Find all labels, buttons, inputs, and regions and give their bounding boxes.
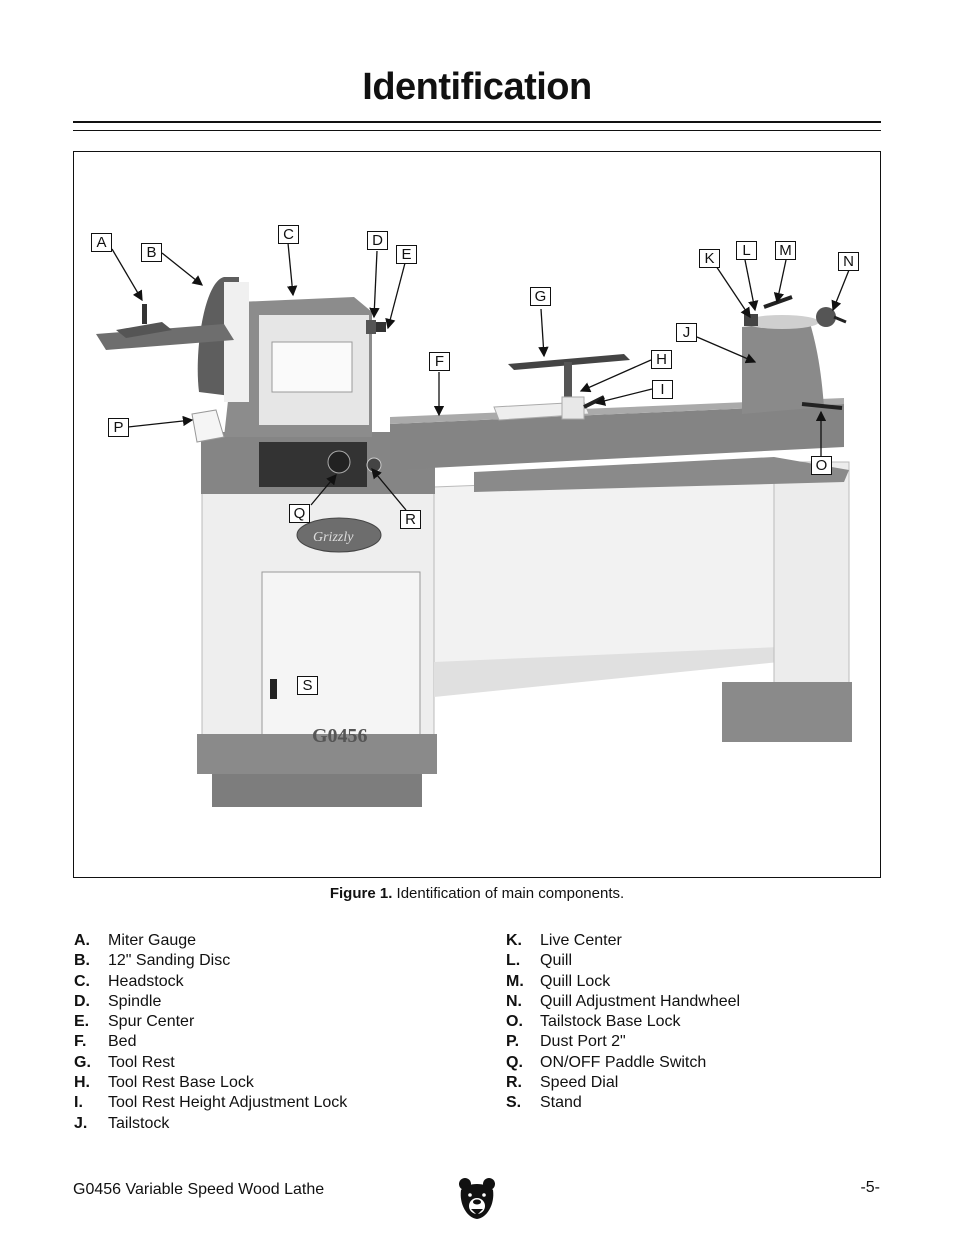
legend-label: Speed Dial bbox=[540, 1074, 619, 1092]
callout-p: P bbox=[108, 418, 129, 437]
bear-logo-icon bbox=[457, 1176, 497, 1225]
legend-item: O. Tailstock Base Lock bbox=[506, 1012, 740, 1032]
legend-key: F. bbox=[74, 1033, 87, 1051]
legend-item: M. Quill Lock bbox=[506, 972, 740, 992]
bed-illustration bbox=[390, 398, 849, 492]
lathe-illustration: Grizzly G0456 bbox=[96, 242, 852, 807]
callout-g: G bbox=[530, 287, 551, 306]
callout-q: Q bbox=[289, 504, 310, 523]
legend-label: Spindle bbox=[108, 992, 162, 1010]
legend-item: E. Spur Center bbox=[74, 1012, 347, 1032]
legend-label: Tailstock bbox=[108, 1114, 170, 1132]
legend-key: A. bbox=[74, 932, 90, 949]
legend-item: H. Tool Rest Base Lock bbox=[74, 1073, 347, 1093]
legend-key: H. bbox=[74, 1074, 90, 1092]
legend-item: Q. ON/OFF Paddle Switch bbox=[506, 1053, 740, 1073]
legend-item: G. Tool Rest bbox=[74, 1053, 347, 1073]
callout-n: N bbox=[838, 252, 859, 271]
legend-item: I. Tool Rest Height Adjustment Lock bbox=[74, 1093, 347, 1113]
legend-label: 12" Sanding Disc bbox=[108, 952, 231, 970]
legend-label: Miter Gauge bbox=[108, 932, 197, 949]
legend-label: Quill bbox=[540, 952, 573, 970]
legend-item: S. Stand bbox=[506, 1093, 740, 1113]
callout-r: R bbox=[400, 510, 421, 529]
sanding-disc-illustration bbox=[96, 277, 249, 443]
legend-label: Tailstock Base Lock bbox=[540, 1013, 681, 1031]
stand-illustration: Grizzly G0456 bbox=[197, 461, 852, 807]
legend-label: Bed bbox=[108, 1033, 137, 1051]
title-rule-bottom bbox=[73, 130, 881, 131]
legend-key: L. bbox=[506, 952, 521, 970]
callout-i: I bbox=[652, 380, 673, 399]
legend-item: R. Speed Dial bbox=[506, 1073, 740, 1093]
callout-k: K bbox=[699, 249, 720, 268]
legend-key: R. bbox=[506, 1074, 522, 1092]
legend-key: D. bbox=[74, 992, 90, 1010]
page-title: Identification bbox=[362, 66, 592, 108]
callout-l: L bbox=[736, 241, 757, 260]
legend-item: B. 12" Sanding Disc bbox=[74, 951, 347, 971]
legend-label: Dust Port 2" bbox=[540, 1033, 626, 1051]
legend-item: N. Quill Adjustment Handwheel bbox=[506, 992, 740, 1012]
legend-left: A. Miter Gauge B. 12" Sanding Disc C. Heads… bbox=[74, 931, 347, 1134]
legend-item: K. Live Center bbox=[506, 931, 740, 951]
legend-key: G. bbox=[74, 1053, 91, 1071]
figure-caption: Figure 1. Identification of main compone… bbox=[0, 885, 954, 902]
legend-label: Tool Rest Height Adjustment Lock bbox=[108, 1094, 348, 1112]
callout-d: D bbox=[367, 231, 388, 250]
legend-item: F. Bed bbox=[74, 1032, 347, 1052]
tool-rest-illustration bbox=[493, 354, 630, 421]
callout-c: C bbox=[278, 225, 299, 244]
callout-o: O bbox=[811, 456, 832, 475]
legend-label: Spur Center bbox=[108, 1013, 195, 1031]
legend-right: K. Live Center L. Quill M. Quill Lock N. Qui… bbox=[506, 931, 740, 1114]
callout-b: B bbox=[141, 243, 162, 262]
legend-key: E. bbox=[74, 1013, 90, 1031]
callout-j: J bbox=[676, 323, 697, 342]
legend-key: Q. bbox=[506, 1053, 523, 1071]
legend-item: L. Quill bbox=[506, 951, 740, 971]
legend-label: Quill Adjustment Handwheel bbox=[540, 992, 741, 1010]
legend-label: Tool Rest bbox=[108, 1053, 175, 1071]
legend-key: S. bbox=[506, 1094, 522, 1112]
callout-m: M bbox=[775, 241, 796, 260]
legend-key: K. bbox=[506, 932, 522, 949]
legend-key: O. bbox=[506, 1013, 523, 1031]
callout-e: E bbox=[396, 245, 417, 264]
legend-label: Headstock bbox=[108, 972, 184, 990]
figure-frame: Grizzly G0456 bbox=[73, 151, 881, 878]
callout-f: F bbox=[429, 352, 450, 371]
legend-item: P. Dust Port 2" bbox=[506, 1032, 740, 1052]
legend-item: D. Spindle bbox=[74, 992, 347, 1012]
callout-h: H bbox=[651, 350, 672, 369]
page-number: -5- bbox=[860, 1179, 880, 1196]
svg-text:Grizzly: Grizzly bbox=[313, 530, 354, 545]
callout-s: S bbox=[297, 676, 318, 695]
legend-item: A. Miter Gauge bbox=[74, 931, 347, 951]
legend-key: J. bbox=[74, 1114, 88, 1132]
legend-key: I. bbox=[74, 1094, 83, 1112]
legend-key: B. bbox=[74, 952, 90, 970]
legend-label: Live Center bbox=[540, 932, 622, 949]
legend-key: M. bbox=[506, 972, 524, 990]
legend-label: Tool Rest Base Lock bbox=[108, 1074, 254, 1092]
legend-label: ON/OFF Paddle Switch bbox=[540, 1053, 707, 1071]
caption-label: Figure 1. bbox=[329, 885, 393, 902]
leader-lines bbox=[111, 242, 850, 511]
legend-label: Quill Lock bbox=[540, 972, 611, 990]
tailstock-illustration bbox=[742, 295, 847, 414]
legend-key: P. bbox=[506, 1033, 520, 1051]
footer-product-name: G0456 Variable Speed Wood Lathe bbox=[73, 1181, 325, 1198]
callout-a: A bbox=[91, 233, 112, 252]
legend-item: J. Tailstock bbox=[74, 1114, 347, 1134]
legend-item: C. Headstock bbox=[74, 972, 347, 992]
legend-label: Stand bbox=[540, 1094, 582, 1112]
legend-key: C. bbox=[74, 972, 90, 990]
headstock-illustration bbox=[201, 297, 435, 494]
model-text: G0456 bbox=[312, 725, 368, 747]
caption-text: Identification of main components. bbox=[392, 885, 625, 902]
legend-key: N. bbox=[506, 992, 522, 1010]
title-rule-top bbox=[73, 121, 881, 123]
